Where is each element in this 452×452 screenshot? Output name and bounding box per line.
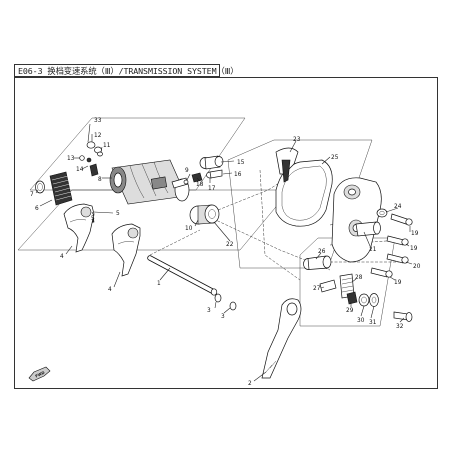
assembly-path-4 (259, 169, 301, 281)
callout-12: 12 (94, 133, 102, 139)
part-3-ring-b (229, 301, 237, 311)
part-20-bolt (386, 253, 409, 264)
part-19-bolt-b (386, 235, 409, 246)
part-9-pin (171, 177, 189, 189)
callout-24: 24 (394, 204, 402, 210)
callout-27: 27 (313, 286, 321, 292)
assembly-path-3 (149, 229, 201, 256)
part-17-spring (191, 172, 203, 183)
callout-21: 21 (369, 247, 377, 253)
callout-3-left: 3 (207, 308, 211, 314)
callout-4-left: 4 (60, 254, 64, 260)
part-31-washer (369, 293, 379, 307)
part-15-sleeve (199, 155, 224, 170)
part-30-washer (358, 293, 370, 307)
callout-23: 23 (293, 137, 301, 143)
callout-15: 15 (237, 160, 245, 166)
callout-19-bottom: 19 (394, 280, 402, 286)
callout-22: 22 (226, 242, 234, 248)
callout-5-left: 5 (91, 216, 95, 222)
callout-11: 11 (103, 143, 111, 149)
callout-10: 10 (185, 226, 193, 232)
part-6-spring (49, 171, 73, 206)
part-29-spring (346, 291, 358, 305)
callout-28: 28 (355, 275, 363, 281)
part-11-washer (97, 151, 103, 157)
part-19-bolt-c (370, 267, 393, 278)
part-1-shift-shaft (147, 255, 218, 296)
part-16-bolt (206, 169, 223, 179)
part-8-shift-drum (109, 159, 190, 205)
leader-lines (35, 123, 413, 382)
callout-2: 2 (248, 381, 252, 387)
callout-5-right: 5 (116, 211, 120, 217)
callout-8: 8 (98, 177, 102, 183)
callout-26: 26 (318, 249, 326, 255)
part-27-pin (319, 279, 337, 293)
callout-6: 6 (35, 206, 39, 212)
callout-4-right: 4 (108, 287, 112, 293)
part-12-pin (86, 141, 102, 154)
diagram-frame (14, 77, 438, 389)
part-18-pin (183, 179, 189, 185)
callout-1: 1 (157, 281, 161, 287)
callout-16: 16 (234, 172, 242, 178)
direction-badge-text: FWD (34, 370, 45, 379)
part-4-shift-fork-a (63, 203, 95, 253)
callout-19-top: 19 (411, 231, 419, 237)
callout-9: 9 (185, 168, 189, 174)
part-24-washer (376, 208, 388, 218)
direction-badge: FWD (28, 366, 51, 382)
callout-17: 17 (208, 186, 216, 192)
callouts: 33 12 11 13 14 8 7 6 5 5 4 4 1 3 3 2 10 … (30, 118, 421, 387)
diagram-title: E06-3 换档变速系统（Ⅲ）/TRANSMISSION SYSTEM（Ⅲ） (18, 66, 239, 76)
part-3-ring-a (214, 293, 222, 303)
part-23-gear-segment (275, 147, 299, 183)
part-32-bolt (393, 311, 413, 322)
callout-33: 33 (94, 118, 102, 124)
part-2-shift-lever (261, 298, 302, 379)
diagram-title-box: E06-3 换档变速系统（Ⅲ）/TRANSMISSION SYSTEM（Ⅲ） (14, 64, 239, 77)
callout-13: 13 (67, 156, 75, 162)
part-26-sleeve (303, 255, 332, 270)
part-19-bolt-a (390, 213, 413, 226)
part-10-bearing (189, 204, 220, 225)
part-21-housing-cover (331, 177, 382, 263)
callout-14: 14 (76, 167, 84, 173)
callout-25: 25 (331, 155, 339, 161)
callout-7: 7 (30, 192, 34, 198)
callout-32: 32 (396, 324, 404, 330)
callout-19-mid: 19 (410, 246, 418, 252)
callout-31: 31 (369, 320, 377, 326)
callout-29: 29 (346, 308, 354, 314)
callout-20: 20 (413, 264, 421, 270)
callout-3-right: 3 (221, 314, 225, 320)
callout-30: 30 (357, 318, 365, 324)
callout-18: 18 (196, 182, 204, 188)
part-4-shift-fork-b (111, 223, 141, 277)
